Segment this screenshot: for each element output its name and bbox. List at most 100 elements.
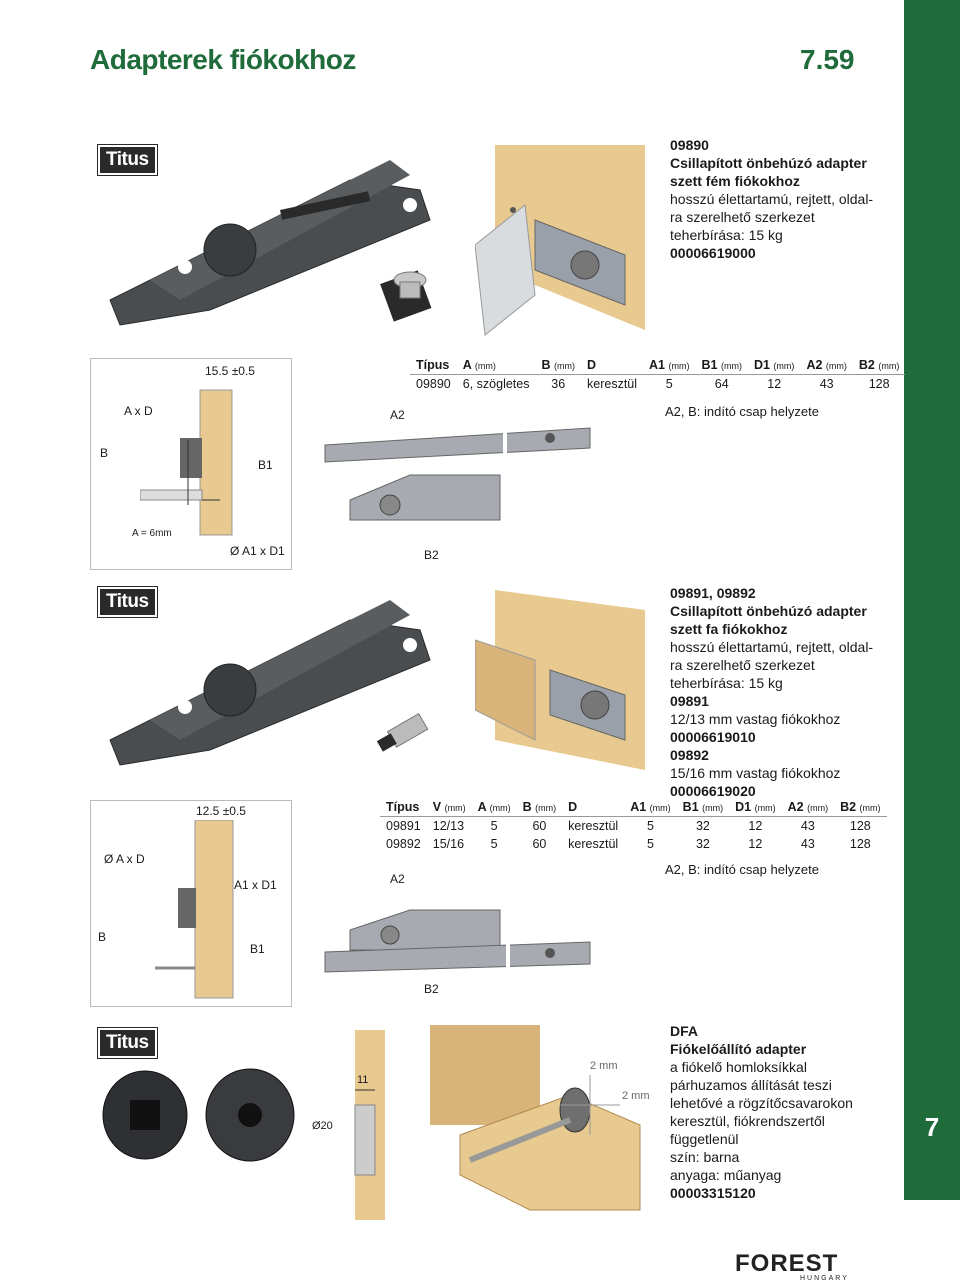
- product-title: szett fa fiókokhoz: [670, 621, 788, 637]
- dim-label: 15.5 ±0.5: [205, 364, 255, 378]
- note: A2, B: indító csap helyzete: [665, 404, 819, 419]
- product-desc: lehetővé a rögzítőcsavarokon: [670, 1095, 853, 1111]
- table-row: 09890 6, szögletes 36 keresztül 5 64 12 …: [410, 375, 905, 394]
- table-cell: 5: [646, 819, 654, 833]
- section-drawing: [155, 820, 234, 999]
- dim-label: B1: [258, 458, 273, 472]
- col-header: A (mm): [471, 798, 517, 817]
- table-row: 09891 12/13 5 60 keresztül 5 32 12 43 12…: [380, 817, 887, 836]
- product-title: szett fém fiókokhoz: [670, 173, 800, 189]
- table-cell: 43: [819, 377, 834, 391]
- table-cell: 128: [849, 837, 871, 851]
- table-cell: keresztül: [568, 819, 619, 833]
- col-header: A2 (mm): [800, 356, 853, 375]
- article-number: 00006619000: [670, 245, 756, 261]
- page-title: Adapterek fiókokhoz: [90, 44, 356, 75]
- side-diagram-09891: [90, 800, 292, 1007]
- table-cell: 64: [714, 377, 729, 391]
- product-desc: ra szerelhető szerkezet: [670, 657, 815, 673]
- product-description-09890: 09890 Csillapított önbehúzó adapter szet…: [670, 136, 873, 262]
- table-header-row: Típus V (mm) A (mm) B (mm) D A1 (mm) B1 …: [380, 798, 887, 817]
- product-desc: függetlenül: [670, 1131, 739, 1147]
- product-desc: ra szerelhető szerkezet: [670, 209, 815, 225]
- dim-label: 11: [357, 1074, 369, 1086]
- dim-label: B2: [424, 548, 439, 562]
- product-description-dfa: DFA Fiókelőállító adapter a fiókelő homl…: [670, 1022, 853, 1202]
- table-cell: 12: [748, 837, 763, 851]
- note: A2, B: indító csap helyzete: [665, 862, 819, 877]
- dim-label: 2 mm: [590, 1060, 618, 1072]
- product-desc: hosszú élettartamú, rejtett, oldal-: [670, 639, 874, 655]
- product-code: DFA: [670, 1023, 698, 1039]
- table-cell: 60: [532, 837, 547, 851]
- table-cell: keresztül: [568, 837, 619, 851]
- dim-label: 12.5 ±0.5: [196, 804, 246, 818]
- table-cell: 5: [490, 837, 498, 851]
- adapter-photo-09891: [109, 600, 431, 766]
- table-cell: 128: [849, 819, 871, 833]
- col-header: B1 (mm): [676, 798, 730, 817]
- product-color: szín: barna: [670, 1149, 740, 1165]
- dim-label: Ø A x D: [104, 852, 145, 866]
- table-cell: 43: [800, 819, 815, 833]
- titus-logo: Titus: [97, 1027, 158, 1059]
- table-row: 09892 15/16 5 60 keresztül 5 32 12 43 12…: [380, 835, 887, 853]
- chapter-tab: [904, 0, 960, 1200]
- dim-label: A2: [390, 872, 405, 886]
- forest-logo: FOREST: [735, 1250, 839, 1277]
- dfa-adapter-photo: [102, 1068, 295, 1162]
- article-number: 00006619020: [670, 783, 756, 799]
- titus-logo: Titus: [97, 144, 158, 176]
- dfa-dimension-drawing: [354, 1030, 385, 1220]
- col-header: D1 (mm): [747, 356, 801, 375]
- product-title: Csillapított önbehúzó adapter: [670, 155, 867, 171]
- spec-table-09890: Típus A (mm) B (mm) D A1 (mm) B1 (mm) D1…: [410, 356, 906, 394]
- table-cell: 09890: [416, 377, 451, 391]
- col-header: A2 (mm): [781, 798, 835, 817]
- forest-logo-sub: HUNGARY: [800, 1275, 849, 1282]
- table-cell: keresztül: [587, 377, 638, 391]
- product-description-09891: 09891, 09892 Csillapított önbehúzó adapt…: [670, 584, 873, 800]
- dim-label: A x D: [124, 404, 153, 418]
- dim-label: A = 6mm: [132, 528, 172, 539]
- col-header: Típus: [410, 356, 457, 375]
- adapter-photo-09890: [109, 160, 432, 326]
- col-header: D: [581, 356, 644, 375]
- dim-label: A2: [390, 408, 405, 422]
- table-cell: 6, szögletes: [462, 377, 530, 391]
- col-header: Típus: [380, 798, 427, 817]
- product-desc: keresztül, fiókrendszertől: [670, 1113, 825, 1129]
- dim-label: B1: [250, 942, 265, 956]
- installation-photo-09891: [475, 590, 645, 770]
- table-cell: 5: [646, 837, 654, 851]
- product-load: teherbírása: 15 kg: [670, 227, 783, 243]
- dim-label: 2 mm: [622, 1090, 650, 1102]
- variant-desc: 12/13 mm vastag fiókokhoz: [670, 711, 841, 727]
- table-cell: 5: [665, 377, 673, 391]
- table-cell: 15/16: [432, 837, 465, 851]
- table-cell: 32: [695, 819, 710, 833]
- installation-photo-09890: [475, 145, 645, 336]
- table-cell: 36: [551, 377, 566, 391]
- table-cell: 12: [767, 377, 782, 391]
- col-header: B (mm): [516, 798, 563, 817]
- table-cell: 09891: [386, 819, 421, 833]
- dim-label: Ø20: [312, 1120, 333, 1132]
- titus-logo: Titus: [97, 586, 158, 618]
- product-desc: hosszú élettartamú, rejtett, oldal-: [670, 191, 874, 207]
- page-number: 7.59: [800, 44, 855, 75]
- product-code: 09891, 09892: [670, 585, 756, 601]
- dim-label: Ø A1 x D1: [230, 544, 285, 558]
- dim-label: B: [98, 930, 107, 944]
- col-header: V (mm): [426, 798, 472, 817]
- table-cell: 32: [695, 837, 710, 851]
- spec-table-09891: Típus V (mm) A (mm) B (mm) D A1 (mm) B1 …: [380, 798, 887, 853]
- col-header: B2 (mm): [834, 798, 887, 817]
- variant-code: 09891: [670, 693, 709, 709]
- variant-code: 09892: [670, 747, 709, 763]
- table-cell: 60: [532, 819, 547, 833]
- col-header: A1 (mm): [624, 798, 677, 817]
- col-header: B (mm): [535, 356, 581, 375]
- variant-desc: 15/16 mm vastag fiókokhoz: [670, 765, 841, 781]
- table-cell: 128: [868, 377, 890, 391]
